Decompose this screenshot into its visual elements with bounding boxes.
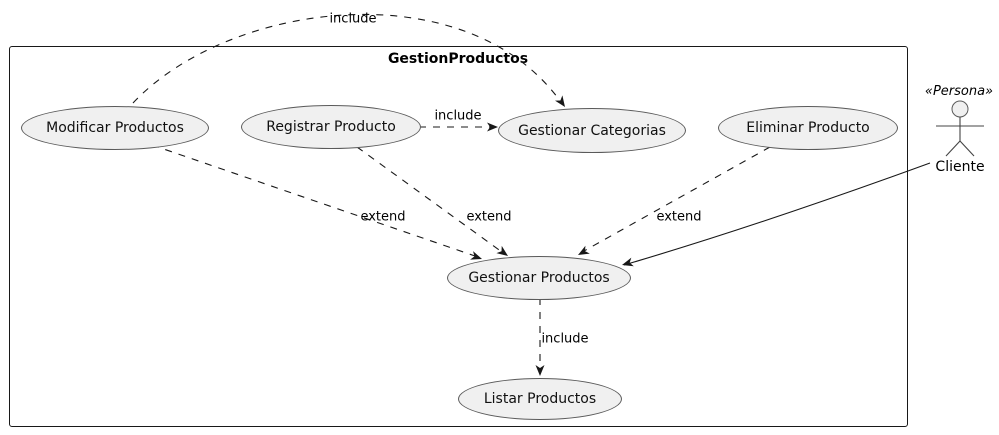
edge-extend-modificar-to-gestionar [151,144,476,257]
actor-stereotype: «Persona» [924,84,994,99]
usecase-label: Listar Productos [483,391,597,407]
usecase-label: Gestionar Productos [468,270,610,286]
usecase-eliminar-producto: Eliminar Producto [718,106,898,150]
edge-label-extend-center: extend [466,209,512,225]
edge-label-extend-left: extend [360,209,406,225]
arrowhead-extend-right [578,245,590,255]
arrowhead-include-top [555,95,565,107]
usecase-label: Eliminar Producto [746,120,870,136]
usecase-label: Registrar Producto [266,119,396,135]
arrowhead-extend-left [470,251,482,260]
edge-include-modificar-to-categorias [132,13,564,106]
usecase-gestionar-categorias: Gestionar Categorias [498,108,686,153]
edge-extend-eliminar-to-gestionar [583,146,771,252]
usecase-modificar-productos: Modificar Productos [21,106,209,150]
edge-extend-registrar-to-gestionar [356,146,503,253]
usecase-label: Gestionar Categorias [518,122,666,139]
actor-leg-left [945,140,961,157]
usecase-label: Modificar Productos [46,120,184,136]
arrowhead-include-bottom [535,365,545,376]
edge-association-cliente-to-gestionar [623,162,931,266]
actor-name: Cliente [935,159,985,175]
arrowhead-include-mid [487,122,498,132]
edge-label-include-top: include [329,11,377,27]
system-boundary-frame [9,46,908,427]
actor-leg-right [959,140,975,157]
usecase-registrar-producto: Registrar Producto [241,105,421,149]
actor-icon [936,100,984,157]
actor-head [951,100,969,118]
frame-title: GestionProductos [387,51,529,67]
usecase-listar-productos: Listar Productos [458,378,622,420]
usecase-gestionar-productos: Gestionar Productos [447,256,631,300]
edge-label-extend-right: extend [656,209,702,225]
edge-label-include-bottom: include [541,331,589,347]
arrowhead-extend-center [496,245,508,256]
arrowhead-association [622,257,634,267]
edge-label-include-mid: include [434,108,482,124]
